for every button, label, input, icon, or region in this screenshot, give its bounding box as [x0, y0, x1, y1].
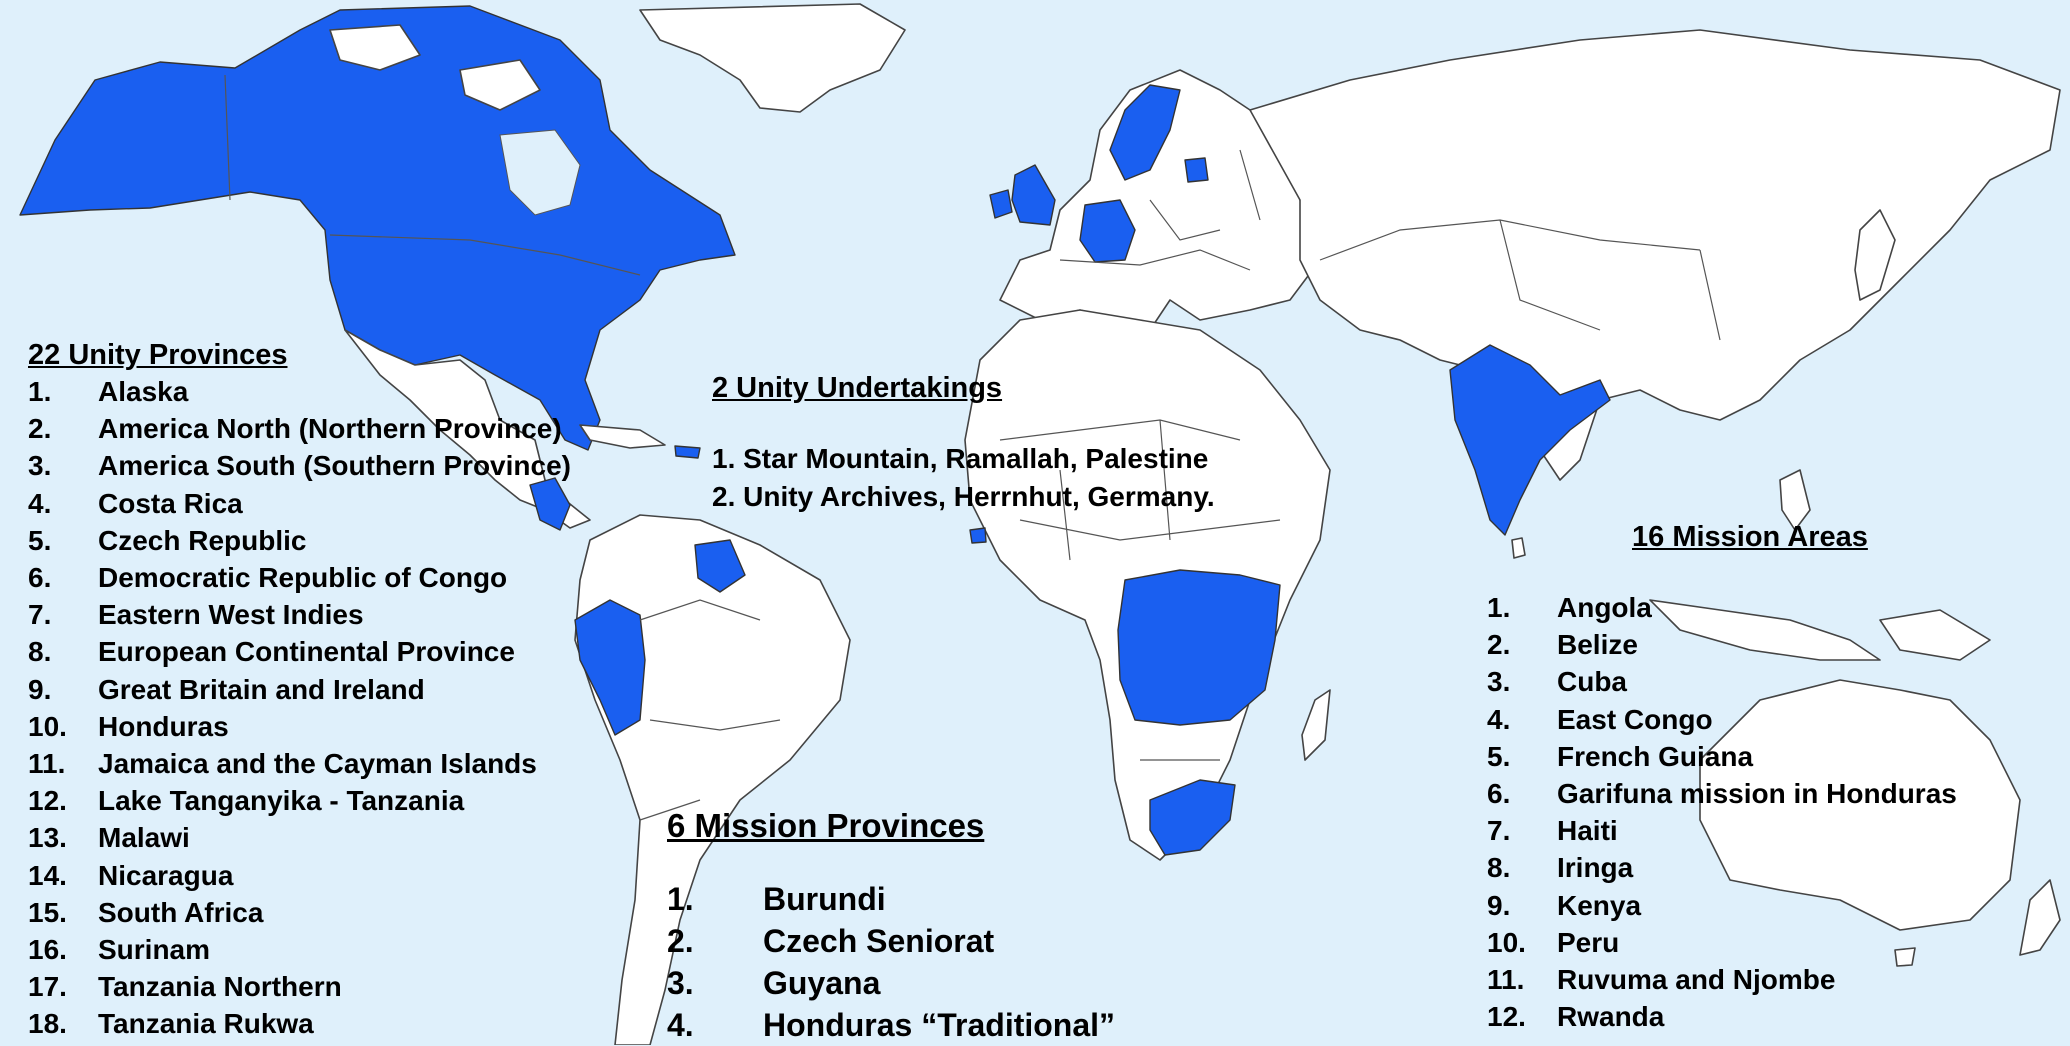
list-item: 11.Ruvuma and Njombe: [1487, 964, 1836, 996]
list-item: 5.French Guiana: [1487, 740, 1754, 772]
list-item: 2.America North (Northern Province): [28, 413, 562, 445]
unity-provinces-items: 1.Alaska 2.America North (Northern Provi…: [28, 373, 571, 1043]
list-item: 3.Guyana: [667, 965, 881, 1001]
mission-areas-list: 16 Mission Areas 1.Angola 2.Belize 3.Cub…: [1487, 519, 1957, 1035]
list-item: 16.Surinam: [28, 934, 211, 966]
philippines: [1779, 469, 1811, 531]
list-item: 3.America South (Southern Province): [28, 450, 571, 482]
guyana-surinam: [694, 539, 746, 593]
list-item: 1.Angola: [1487, 592, 1652, 623]
list-item: 7.Eastern West Indies: [28, 599, 364, 631]
asia: [1249, 29, 2061, 481]
list-item: 2.Belize: [1487, 629, 1638, 661]
list-item: 9.Kenya: [1487, 889, 1642, 921]
list-item: 7.Haiti: [1487, 815, 1618, 847]
south-africa: [1149, 779, 1236, 856]
greenland: [639, 3, 906, 113]
mission-provinces-heading: 6 Mission Provinces: [667, 807, 985, 844]
new-zealand: [2019, 879, 2061, 956]
unity-undertakings-heading: 2 Unity Undertakings: [712, 372, 1003, 404]
list-item: 2.Czech Seniorat: [667, 923, 995, 959]
germany: [1079, 199, 1136, 263]
hudson-bay: [499, 129, 581, 216]
us-canada-border: [224, 74, 641, 276]
list-item: 14.Nicaragua: [28, 859, 234, 891]
arctic-island-2: [459, 59, 541, 111]
baltic: [1184, 157, 1209, 183]
caribbean-island: [674, 445, 701, 459]
list-item: 8.Iringa: [1487, 852, 1634, 884]
mission-provinces-items: 1.Burundi 2.Czech Seniorat 3.Guyana 4.Ho…: [667, 878, 1115, 1046]
sa-borders: [639, 599, 781, 821]
list-item: 6.Garifuna mission in Honduras: [1487, 778, 1957, 810]
list-item: 10.Honduras: [28, 710, 229, 742]
arctic-island: [329, 24, 421, 71]
list-item: 4.Honduras “Traditional”: [667, 1007, 1116, 1043]
list-item: 6.Democratic Republic of Congo: [28, 562, 508, 594]
list-item: 5.Czech Republic: [28, 524, 307, 556]
madagascar: [1301, 689, 1331, 761]
list-item: 10.Peru: [1487, 926, 1620, 958]
list-item: 4.Costa Rica: [28, 487, 243, 519]
list-item: 18.Tanzania Rukwa: [28, 1008, 314, 1040]
australia: [1699, 679, 2021, 931]
sri-lanka: [1511, 537, 1526, 559]
great-britain: [1011, 164, 1056, 226]
unity-undertakings-items: 1. Star Mountain, Ramallah, Palestine 2.…: [712, 440, 1215, 516]
list-item: 1. Star Mountain, Ramallah, Palestine: [712, 443, 1209, 474]
ireland: [989, 189, 1013, 219]
tasmania: [1894, 947, 1916, 967]
mission-areas-heading: 16 Mission Areas: [1632, 521, 1868, 553]
list-item: 17.Tanzania Northern: [28, 971, 342, 1003]
new-guinea: [1879, 609, 1991, 661]
unity-provinces-list: 22 Unity Provinces 1.Alaska 2.America No…: [28, 337, 571, 1043]
list-item: 8.European Continental Province: [28, 636, 515, 668]
list-item: 3.Cuba: [1487, 666, 1627, 698]
list-item: 15.South Africa: [28, 896, 264, 928]
north-america: [19, 5, 736, 451]
list-item: 2. Unity Archives, Herrnhut, Germany.: [712, 481, 1215, 512]
list-item: 1.Burundi: [667, 881, 886, 917]
cuba: [579, 424, 666, 449]
list-item: 1.Alaska: [28, 376, 189, 407]
list-item: 9.Great Britain and Ireland: [28, 673, 425, 705]
list-item: 12.Rwanda: [1487, 1001, 1665, 1033]
list-item: 13.Malawi: [28, 822, 190, 854]
unity-undertakings-list: 2 Unity Undertakings 1. Star Mountain, R…: [712, 370, 1215, 516]
asia-borders: [1319, 219, 1721, 341]
mission-areas-items: 1.Angola 2.Belize 3.Cuba 4.East Congo 5.…: [1487, 589, 1957, 1035]
africa-borders: [999, 419, 1281, 761]
central-america: [344, 329, 591, 529]
japan: [1854, 209, 1896, 301]
list-item: 11.Jamaica and the Cayman Islands: [28, 748, 537, 780]
list-item: 12.Lake Tanganyika - Tanzania: [28, 785, 465, 817]
central-africa: [1117, 569, 1281, 726]
list-item: 4.East Congo: [1487, 703, 1713, 735]
indonesia: [1649, 599, 1881, 661]
unity-provinces-heading: 22 Unity Provinces: [28, 339, 288, 371]
europe-borders: [1059, 149, 1261, 271]
peru: [574, 599, 646, 736]
india: [1449, 344, 1611, 536]
costa-rica-honduras: [529, 477, 571, 531]
mission-provinces-list: 6 Mission Provinces 1.Burundi 2.Czech Se…: [667, 808, 1115, 1046]
scandinavia: [1109, 84, 1181, 181]
west-africa-island: [969, 527, 987, 544]
